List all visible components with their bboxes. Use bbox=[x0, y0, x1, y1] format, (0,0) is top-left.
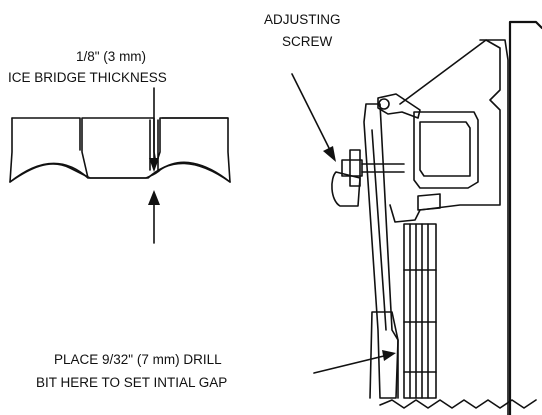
screw-label-line1: ADJUSTING bbox=[264, 12, 341, 27]
adjusting-screw bbox=[331, 149, 405, 207]
probe-housing-inner bbox=[419, 121, 471, 177]
ice-scalloped-bottom bbox=[9, 161, 231, 183]
bridge-label-line2: ICE BRIDGE THICKNESS bbox=[8, 70, 167, 85]
bridge-label-line1: 1/8" (3 mm) bbox=[76, 49, 146, 64]
drill-arrow bbox=[313, 350, 396, 374]
probe-bracket bbox=[389, 39, 501, 223]
ice-bridge-cross-section bbox=[9, 117, 231, 183]
evaporator-panel bbox=[508, 20, 542, 415]
bottom-edge bbox=[379, 399, 537, 409]
screw-label-line2: SCREW bbox=[282, 34, 333, 49]
back-wall bbox=[479, 39, 509, 415]
evaporator-assembly bbox=[331, 20, 542, 415]
evaporator-grid bbox=[403, 223, 437, 399]
bridge-bottom-arrow bbox=[148, 190, 160, 244]
probe-body-inner bbox=[371, 129, 387, 331]
bridge-top-arrow bbox=[149, 87, 159, 172]
drill-label-line1: PLACE 9/32" (7 mm) DRILL bbox=[54, 352, 222, 367]
drill-label-line2: BIT HERE TO SET INTIAL GAP bbox=[36, 375, 227, 390]
probe-tip bbox=[369, 311, 399, 399]
ice-cube-left-top bbox=[11, 117, 81, 151]
screw-arrow bbox=[291, 73, 336, 162]
probe-body bbox=[363, 103, 399, 399]
ice-cube-profile bbox=[9, 117, 231, 183]
mounting-tab bbox=[417, 193, 441, 211]
ice-bridge-gap bbox=[149, 119, 159, 171]
probe-housing bbox=[413, 111, 479, 189]
